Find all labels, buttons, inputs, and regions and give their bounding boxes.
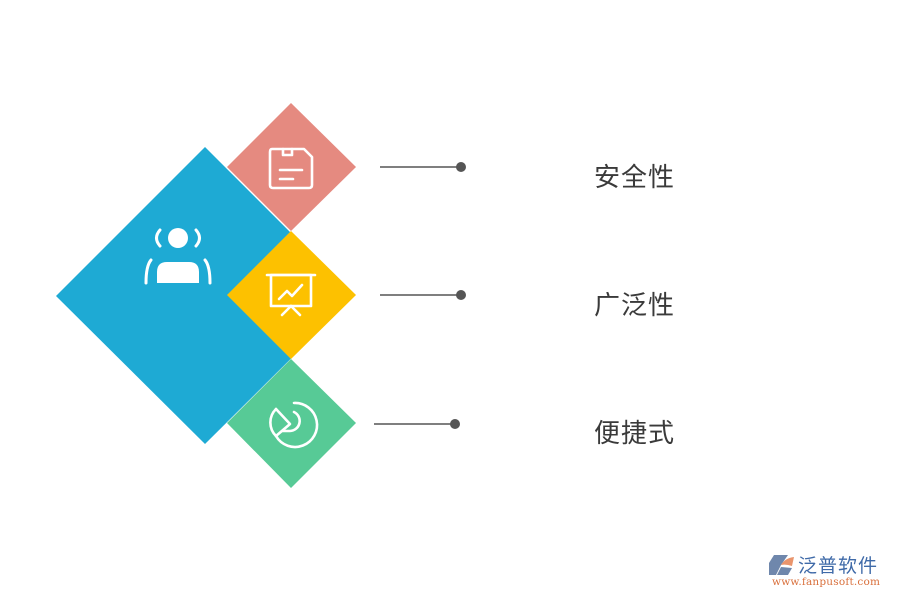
logo-mark-icon bbox=[769, 555, 794, 575]
center-diamond bbox=[56, 147, 354, 444]
brand-logo: 泛普软件 www.fanpusoft.com bbox=[768, 552, 896, 592]
connector-2 bbox=[380, 290, 466, 300]
logo-name: 泛普软件 bbox=[798, 555, 879, 577]
logo-url: www.fanpusoft.com bbox=[772, 576, 881, 588]
person-broadcast-icon bbox=[144, 228, 212, 285]
pie-chart-icon bbox=[269, 401, 319, 449]
item-diamond-1 bbox=[227, 103, 356, 231]
presentation-chart-icon bbox=[265, 273, 317, 317]
connector-1 bbox=[380, 162, 466, 172]
floppy-disk-icon bbox=[268, 147, 314, 190]
item-label-breadth: 广泛性 bbox=[594, 291, 676, 321]
item-diamond-3 bbox=[227, 359, 356, 488]
item-label-safety: 安全性 bbox=[594, 163, 676, 193]
connector-3 bbox=[374, 419, 460, 429]
item-label-convenience: 便捷式 bbox=[594, 419, 676, 449]
